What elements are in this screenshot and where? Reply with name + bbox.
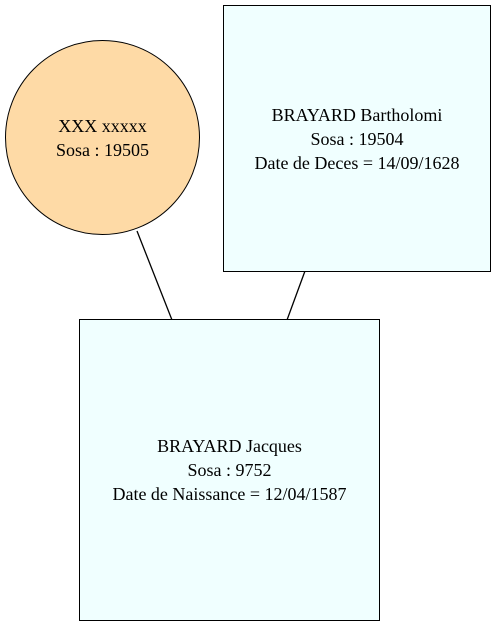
child-sosa: Sosa : 9752 [187,460,272,480]
edge-mother-child [136,230,173,321]
child-name: BRAYARD Jacques [157,436,302,456]
mother-sosa: Sosa : 19505 [55,139,149,160]
father-death-date: Date de Deces = 14/09/1628 [254,152,460,173]
mother-name: XXX xxxxx [58,115,147,136]
mother-node: XXX xxxxx Sosa : 19505 [5,40,200,235]
child-node: BRAYARD Jacques Sosa : 9752 Date de Nais… [79,319,380,621]
father-sosa: Sosa : 19504 [310,128,404,149]
edge-father-child [286,270,306,321]
father-name: BRAYARD Bartholomi [271,104,443,125]
father-node: BRAYARD Bartholomi Sosa : 19504 Date de … [223,5,491,272]
child-birth-date: Date de Naissance = 12/04/1587 [112,484,347,504]
